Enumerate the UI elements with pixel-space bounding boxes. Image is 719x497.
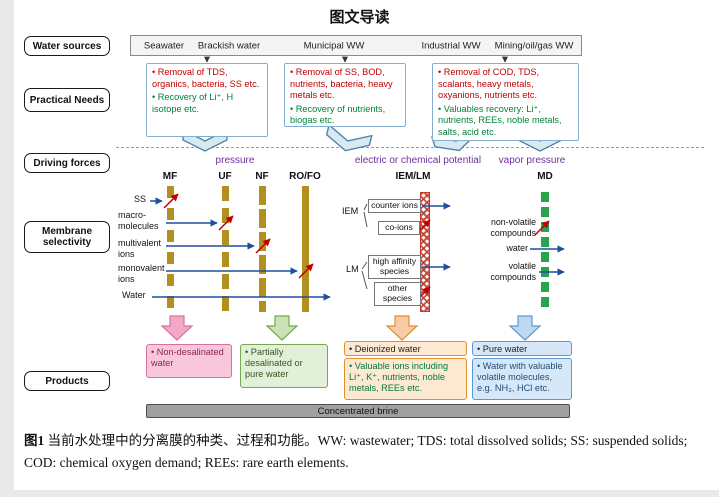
- membrane-header-ro-fo: RO/FO: [289, 171, 321, 182]
- md-label-volatile: volatile compounds: [490, 261, 536, 282]
- needs-box-municipal: • Removal of SS, BOD, nutrients, bacteri…: [284, 63, 406, 127]
- membrane-header-md: MD: [537, 171, 553, 182]
- feed-label-macromolecules: macro-molecules: [118, 210, 159, 231]
- concentrated-brine-label: Concentrated brine: [317, 405, 399, 417]
- iem-lm-membrane-bar: [420, 192, 430, 312]
- driving-force-pressure: pressure: [215, 155, 255, 166]
- sidebar-label-products: Products: [24, 371, 110, 391]
- needs-recovery-text: • Recovery of Li⁺, H isotope etc.: [152, 92, 234, 114]
- figure-caption: 图1 当前水处理中的分离膜的种类、过程和功能。WW: wastewater; T…: [24, 430, 700, 474]
- needs-box-desalination: • Removal of TDS, organics, bacteria, SS…: [146, 63, 268, 137]
- sidebar-label-driving-forces: Driving forces: [24, 153, 110, 173]
- figure-number: 图1: [24, 433, 45, 448]
- needs-recovery-text: • Valuables recovery: Li⁺, nutrients, RE…: [438, 103, 562, 137]
- sidebar-label-practical-needs: Practical Needs: [24, 88, 110, 112]
- figure-title: 图文导读: [329, 9, 390, 26]
- iem-label: IEM: [342, 206, 359, 216]
- feed-label-ss: SS: [134, 194, 147, 204]
- water-source-brackish: Brackish water: [197, 40, 261, 51]
- product-box-valuable-ions: • Valuable ions including Li⁺, K⁺, nutri…: [344, 358, 467, 400]
- needs-recovery-text: • Recovery of nutrients, biogas etc.: [290, 103, 386, 126]
- sidebar-label-text: Membrane selectivity: [41, 226, 92, 248]
- counter-ions-box: counter ions: [368, 199, 421, 213]
- membrane-header-uf: UF: [218, 171, 232, 182]
- product-box-deionized-water: • Deionized water: [344, 341, 467, 356]
- feed-label-water: Water: [122, 290, 146, 300]
- water-source-municipal: Municipal WW: [303, 40, 365, 51]
- sidebar-label-membrane-selectivity: Membrane selectivity: [24, 221, 110, 253]
- md-label-non-volatile: non-volatile compounds: [490, 217, 536, 238]
- md-label-water: water: [506, 243, 528, 253]
- sidebar-label-water-sources: Water sources: [24, 36, 110, 56]
- water-source-industrial: Industrial WW: [421, 40, 481, 51]
- water-sources-bar: Seawater Brackish water Municipal WW Ind…: [130, 35, 582, 56]
- product-box-non-desalinated: • Non-desalinated water: [146, 344, 232, 378]
- product-box-partially-desalinated: • Partially desalinated or pure water: [240, 344, 328, 388]
- driving-force-electric-chemical: electric or chemical potential: [354, 155, 482, 166]
- mf-membrane-bar: [167, 186, 174, 312]
- needs-removal-text: • Removal of SS, BOD, nutrients, bacteri…: [290, 67, 393, 100]
- membrane-header-nf: NF: [255, 171, 269, 182]
- lm-label: LM: [346, 264, 359, 274]
- feed-label-multivalent-ions: multivalent ions: [118, 238, 162, 259]
- sidebar-label-text: Water sources: [32, 40, 102, 52]
- needs-removal-text: • Removal of COD, TDS, scalants, heavy m…: [438, 67, 540, 100]
- feed-label-monovalent-ions: monovalent ions: [118, 263, 165, 284]
- water-source-seawater: Seawater: [143, 40, 185, 51]
- product-box-pure-water: • Pure water: [472, 341, 572, 356]
- product-box-water-volatile: • Water with valuable volatile molecules…: [472, 358, 572, 400]
- nf-membrane-bar: [259, 186, 266, 312]
- sidebar-label-text: Products: [45, 375, 89, 387]
- membrane-header-iem-lm: IEM/LM: [395, 171, 431, 182]
- sidebar-label-text: Practical Needs: [29, 94, 105, 106]
- md-membrane-bar: [541, 192, 549, 312]
- high-affinity-species-box: high affinity species: [368, 255, 421, 279]
- needs-box-industrial: • Removal of COD, TDS, scalants, heavy m…: [432, 63, 579, 141]
- driving-force-vapor-pressure: vapor pressure: [498, 155, 566, 166]
- uf-membrane-bar: [222, 186, 229, 312]
- ro-fo-membrane-bar: [302, 186, 309, 312]
- needs-removal-text: • Removal of TDS, organics, bacteria, SS…: [152, 67, 260, 89]
- figure-caption-text: 当前水处理中的分离膜的种类、过程和功能。WW: wastewater; TDS:…: [24, 433, 688, 470]
- membrane-header-mf: MF: [162, 171, 178, 182]
- water-source-mining: Mining/oil/gas WW: [494, 40, 574, 51]
- concentrated-brine-bar: Concentrated brine: [146, 404, 570, 418]
- other-species-box: other species: [374, 282, 421, 306]
- driving-forces-divider-line: [116, 147, 704, 148]
- sidebar-label-text: Driving forces: [33, 157, 101, 169]
- co-ions-box: co-ions: [378, 221, 420, 235]
